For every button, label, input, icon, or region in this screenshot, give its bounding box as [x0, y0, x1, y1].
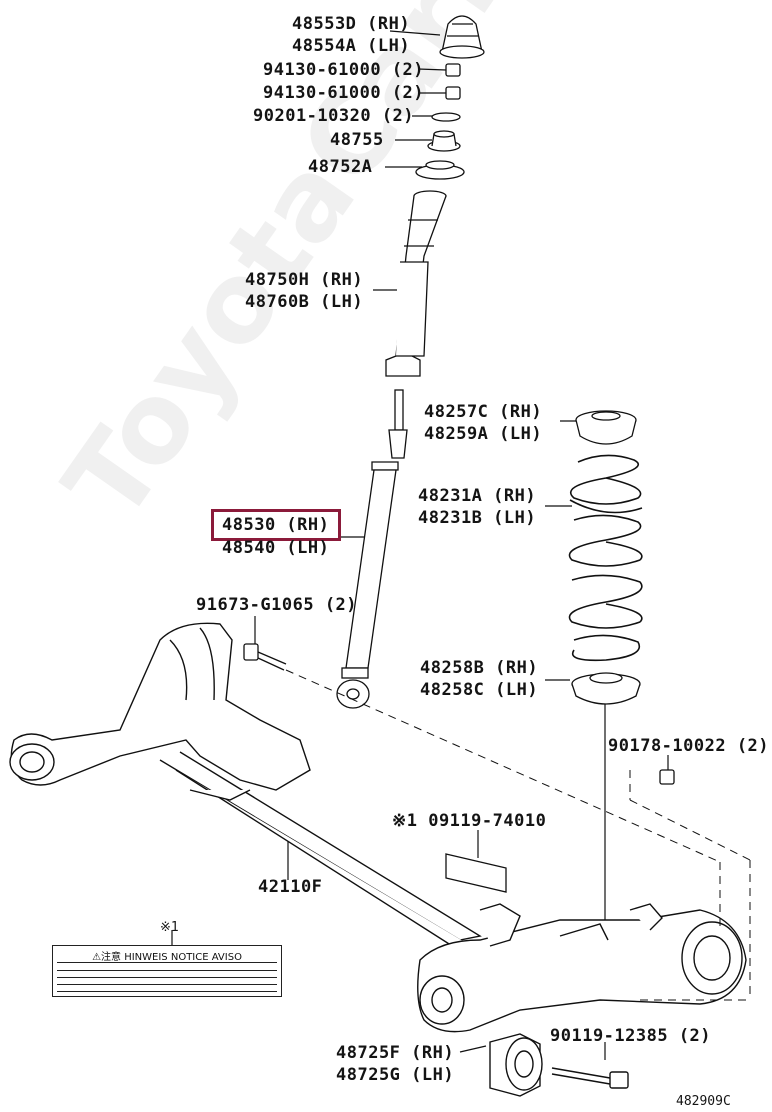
- part-label-bushing-lh: 48725G (LH): [336, 1065, 455, 1085]
- part-label-absorber-lh: 48540 (LH): [222, 538, 330, 558]
- part-label-nut-2: 94130-61000 (2): [263, 83, 425, 103]
- diagram-code: 482909C: [676, 1094, 731, 1109]
- part-label-nut-1: 94130-61000 (2): [263, 60, 425, 80]
- part-label-mount-seat: 48752A: [308, 157, 373, 177]
- part-label-dust-boot-rh: 48750H (RH): [245, 270, 364, 290]
- part-label-coil-spring-rh: 48231A (RH): [418, 486, 537, 506]
- part-label-absorber-bolt: 91673-G1065 (2): [196, 595, 358, 615]
- part-label-upper-insulator-lh: 48259A (LH): [424, 424, 543, 444]
- part-label-lower-insulator-rh: 48258B (RH): [420, 658, 539, 678]
- part-label-washer: 90201-10320 (2): [253, 106, 415, 126]
- part-label-upper-insulator-rh: 48257C (RH): [424, 402, 543, 422]
- notice-label: ⚠注意 HINWEIS NOTICE AVISO: [52, 945, 282, 997]
- highlight-box: [211, 509, 341, 541]
- notice-marker: ※1: [160, 920, 179, 935]
- part-label-dust-boot-lh: 48760B (LH): [245, 292, 364, 312]
- part-label-bushing-bolt: 90119-12385 (2): [550, 1026, 712, 1046]
- part-label-bump-stopper-lh: 48554A (LH): [292, 36, 411, 56]
- part-label-bushing-rh: 48725F (RH): [336, 1043, 455, 1063]
- part-label-mount-cushion: 48755: [330, 130, 384, 150]
- part-label-coil-spring-lh: 48231B (LH): [418, 508, 537, 528]
- part-label-label-part: ※1 09119-74010: [392, 811, 547, 831]
- part-label-axle-beam: 42110F: [258, 877, 323, 897]
- part-label-lower-insulator-lh: 48258C (LH): [420, 680, 539, 700]
- part-label-nut-lower: 90178-10022 (2): [608, 736, 770, 756]
- notice-title: ⚠注意 HINWEIS NOTICE AVISO: [92, 952, 242, 963]
- part-label-bump-stopper-rh: 48553D (RH): [292, 14, 411, 34]
- part-label-absorber-rh: 48530 (RH): [222, 515, 330, 535]
